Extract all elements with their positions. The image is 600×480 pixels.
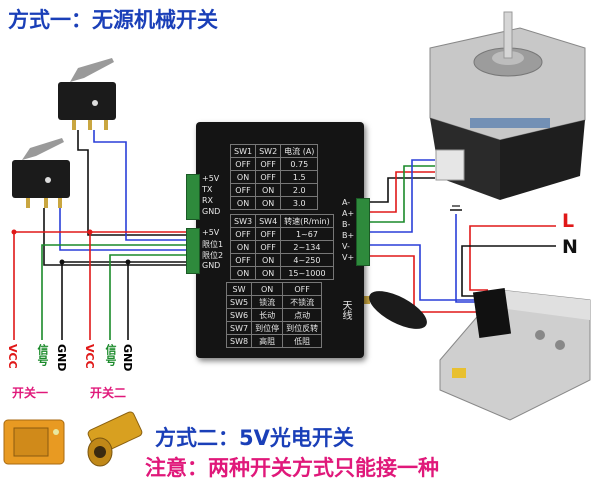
- pin-label: V-: [342, 242, 350, 251]
- table-header: SW1: [229, 144, 257, 158]
- table-cell: ON: [255, 196, 282, 210]
- table-cell: 低阻: [282, 334, 323, 348]
- table-cell: 2~134: [280, 240, 334, 254]
- table-cell: 点动: [282, 308, 323, 322]
- terminal-block-top: [186, 174, 200, 220]
- antenna: [358, 291, 427, 329]
- table-header: SW: [225, 282, 253, 296]
- table-cell: 锁流: [251, 295, 284, 309]
- table-header: SW2: [255, 144, 282, 158]
- switch-label-two: 开关二: [90, 386, 127, 400]
- table-cell: OFF: [255, 227, 282, 241]
- limit-switch-one: [58, 58, 116, 130]
- pin-label: RX: [202, 196, 214, 205]
- table-cell: ON: [229, 170, 257, 184]
- table-cell: 高阻: [251, 334, 284, 348]
- table-cell: 到位停: [251, 321, 284, 335]
- pin-label: GND: [202, 207, 221, 216]
- pin-label: V+: [342, 253, 355, 262]
- table-cell: 15~1000: [280, 266, 334, 280]
- title-method-two: 方式二：5V光电开关: [155, 426, 354, 450]
- table-cell: ON: [229, 196, 257, 210]
- table-cell: 不锁流: [282, 295, 323, 309]
- wire-label-signal: 信号: [36, 344, 49, 366]
- table-cell: OFF: [255, 157, 282, 171]
- table-cell: OFF: [229, 183, 257, 197]
- table-cell: 1.5: [280, 170, 319, 184]
- note-text: 注意：两种开关方式只能接一种: [145, 456, 439, 480]
- table-cell: SW5: [225, 295, 253, 309]
- table-cell: SW7: [225, 321, 253, 335]
- antenna-label: 天线: [340, 300, 351, 320]
- table-header: ON: [251, 282, 284, 296]
- pin-label: 限位1: [202, 240, 224, 249]
- table-header: SW4: [255, 214, 282, 228]
- title-method-one: 方式一：无源机械开关: [8, 8, 218, 32]
- limit-switch-two: [12, 138, 70, 208]
- table-header: OFF: [282, 282, 323, 296]
- pin-label: A-: [342, 198, 351, 207]
- inductive-sensor: [3, 419, 65, 465]
- table-header: SW3: [229, 214, 257, 228]
- table-cell: ON: [229, 240, 257, 254]
- stepper-motor: [429, 11, 586, 200]
- pin-label: B+: [342, 231, 355, 240]
- table-cell: ON: [229, 266, 257, 280]
- table-header: 电流 (A): [280, 144, 319, 158]
- controller-board: +5V TX RX GND +5V 限位1 限位2 GND A- A+ B- B…: [186, 122, 370, 358]
- pin-label: A+: [342, 209, 355, 218]
- table-cell: OFF: [229, 253, 257, 267]
- power-supply: [439, 287, 591, 421]
- table-header: 转速(R/min): [280, 214, 334, 228]
- table-cell: ON: [255, 266, 282, 280]
- table-cell: OFF: [255, 170, 282, 184]
- pin-label: 限位2: [202, 251, 224, 260]
- switch-label-one: 开关一: [12, 386, 49, 400]
- pin-label: +5V: [202, 228, 220, 237]
- table-cell: 长动: [251, 308, 284, 322]
- wire-label-vcc: VCC: [6, 344, 19, 369]
- pin-label: B-: [342, 220, 351, 229]
- table-cell: OFF: [255, 240, 282, 254]
- table-cell: OFF: [229, 227, 257, 241]
- table-cell: 0.75: [280, 157, 319, 171]
- wire-label-signal: 信号: [104, 344, 117, 366]
- table-cell: 到位反转: [282, 321, 323, 335]
- pin-label: TX: [202, 185, 213, 194]
- terminal-block-bottom: [186, 228, 200, 274]
- photoelectric-sensor: [87, 411, 143, 467]
- wire-label-gnd: GND: [121, 344, 134, 372]
- table-cell: 1~67: [280, 227, 334, 241]
- ac-live-label: L: [562, 210, 575, 232]
- pin-label: +5V: [202, 174, 220, 183]
- table-cell: 2.0: [280, 183, 319, 197]
- table-cell: SW8: [225, 334, 253, 348]
- table-cell: 4~250: [280, 253, 334, 267]
- table-cell: 3.0: [280, 196, 319, 210]
- table-cell: SW6: [225, 308, 253, 322]
- pin-label: GND: [202, 261, 221, 270]
- wire-label-gnd: GND: [55, 344, 68, 372]
- table-cell: ON: [255, 183, 282, 197]
- ac-neutral-label: N: [562, 236, 578, 258]
- table-cell: OFF: [229, 157, 257, 171]
- table-cell: ON: [255, 253, 282, 267]
- terminal-block-right: [356, 198, 370, 266]
- wire-label-vcc: VCC: [83, 344, 96, 369]
